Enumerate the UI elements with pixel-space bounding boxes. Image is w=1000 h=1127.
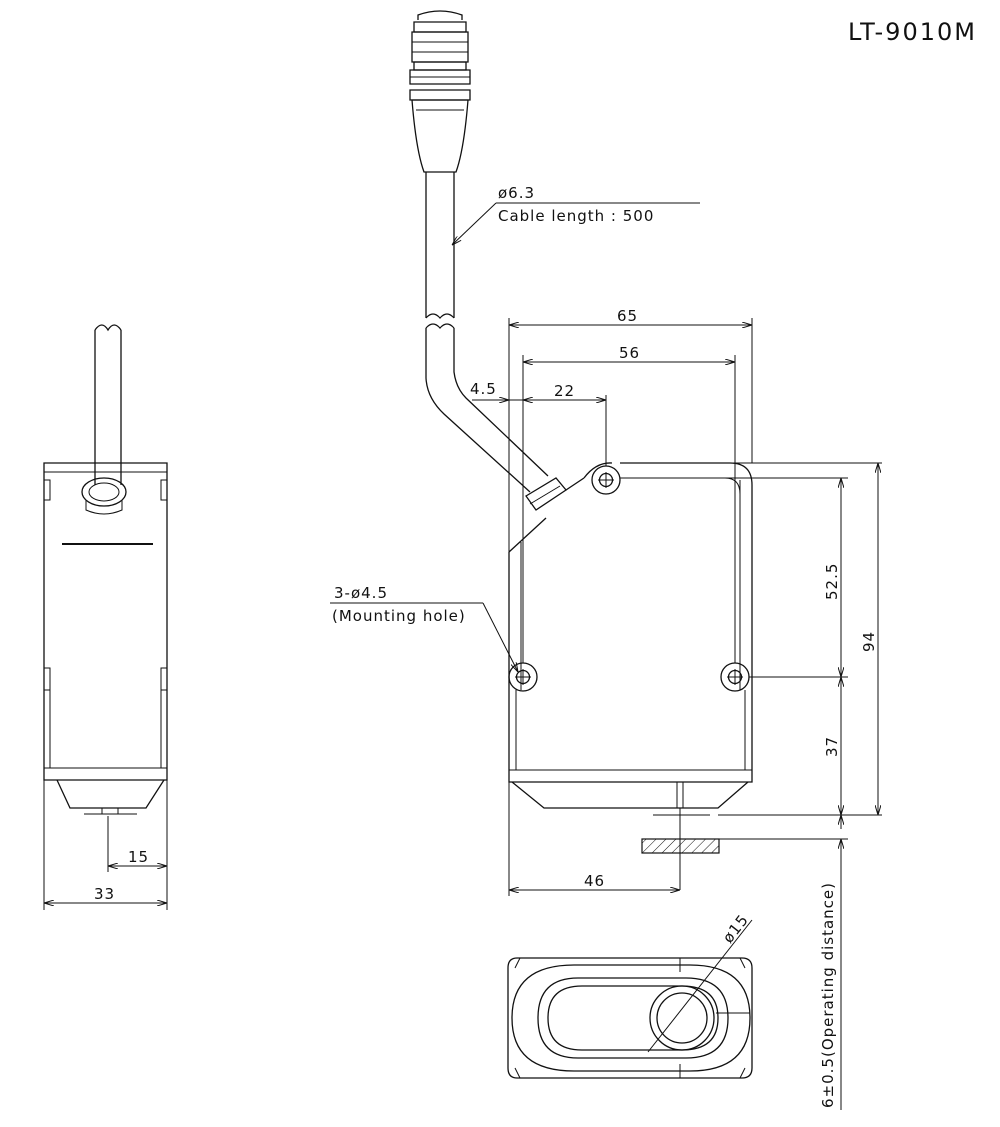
dim-side-33: 33: [94, 885, 115, 903]
dim-width-65: 65: [617, 307, 638, 325]
dim-pitch-56: 56: [619, 344, 640, 362]
cable-length-label: Cable length : 500: [498, 207, 654, 225]
side-view: 15 33: [43, 324, 168, 910]
dim-operating-distance: 6±0.5(Operating distance): [819, 882, 837, 1108]
cable-diameter-label: ø6.3: [498, 184, 535, 202]
front-view: 65 56 4.5 22 52.5 37 94 6±0.5(Operating …: [330, 10, 882, 1110]
mounting-hole-note: (Mounting hole): [332, 607, 466, 625]
dim-height-94: 94: [860, 631, 878, 652]
dim-height-52-5: 52.5: [823, 563, 841, 600]
model-title: LT-9010M: [848, 18, 977, 46]
dim-spot-46: 46: [584, 872, 605, 890]
dim-window-dia: ø15: [719, 911, 752, 947]
dim-offset-22: 22: [554, 382, 575, 400]
dim-height-37: 37: [823, 736, 841, 757]
mounting-hole-count: 3-ø4.5: [334, 584, 388, 602]
dim-side-15: 15: [128, 848, 149, 866]
dim-offset-4-5: 4.5: [470, 380, 497, 398]
bottom-view: ø15: [507, 911, 753, 1079]
